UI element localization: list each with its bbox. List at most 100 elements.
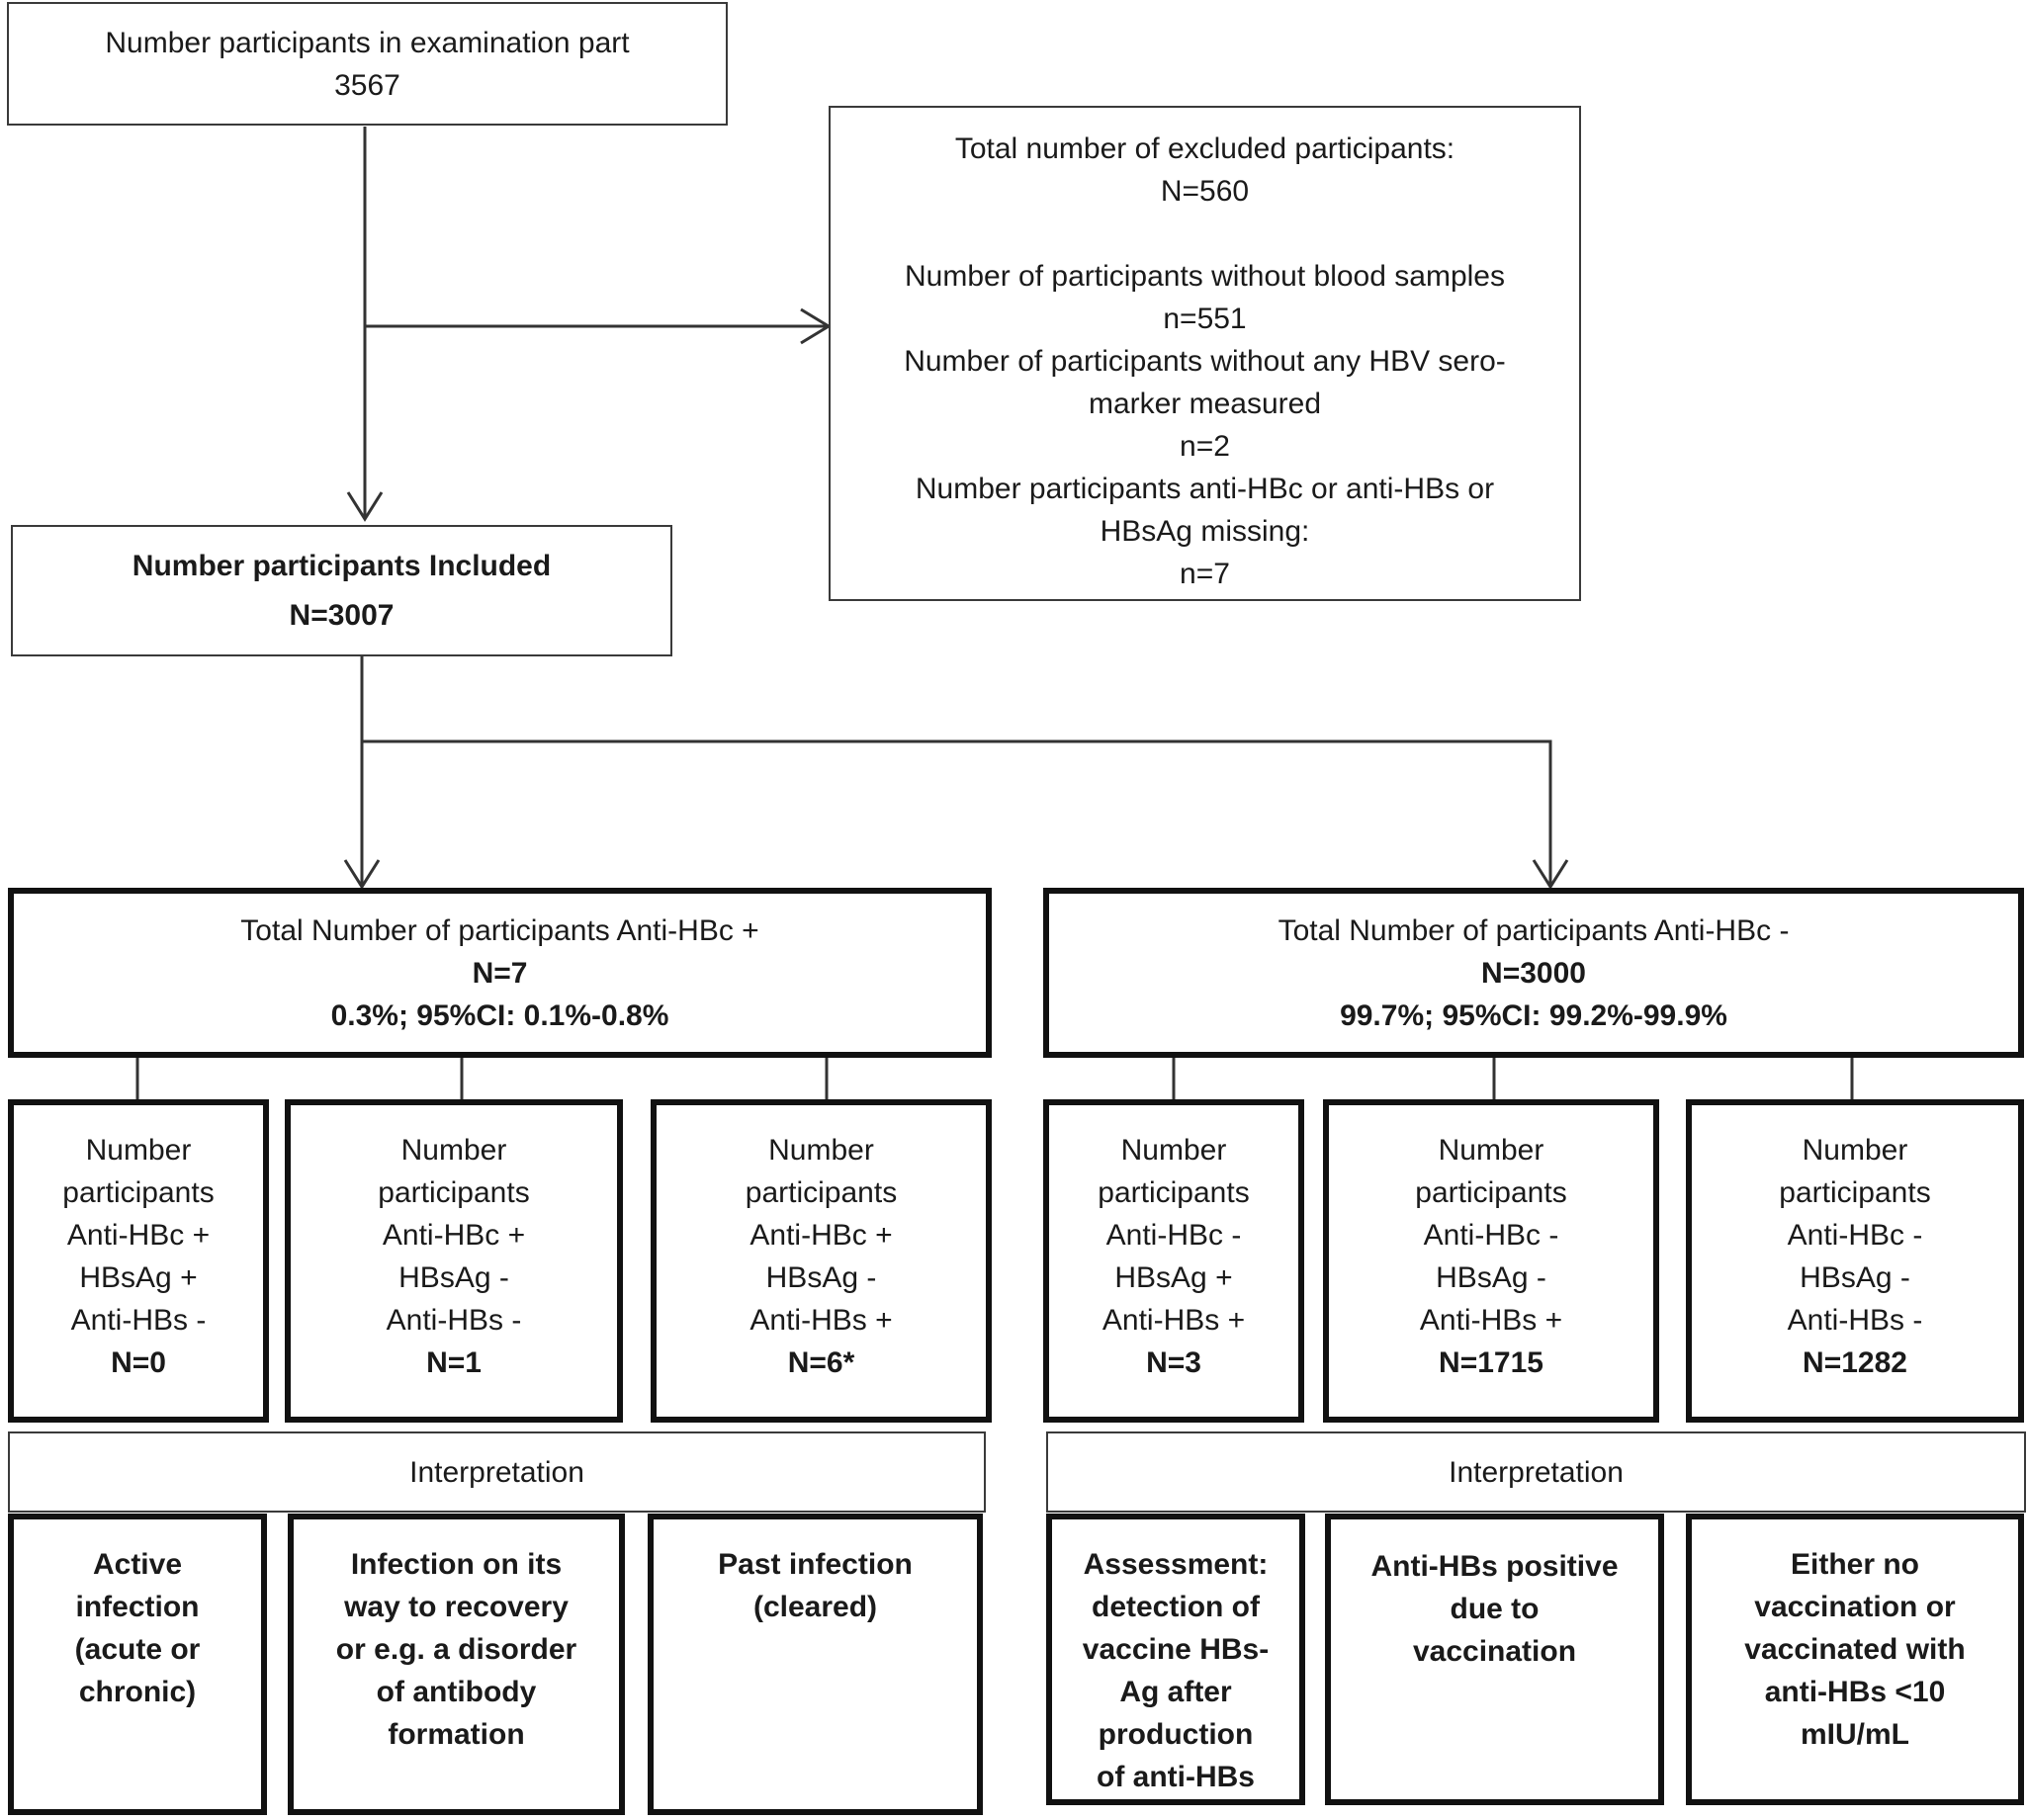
group-title: Total Number of participants Anti-HBc - — [1278, 913, 1790, 947]
subgroup-line: HBsAg - — [398, 1261, 509, 1294]
interpretation-box: Assessment: detection of vaccine HBs- Ag… — [1046, 1514, 1305, 1805]
examination-count: 3567 — [334, 69, 400, 102]
excluded-reason-count: n=551 — [1163, 303, 1247, 335]
subgroup-line: Anti-HBc + — [749, 1219, 893, 1252]
excluded-reason-label: Number participants anti-HBc or anti-HBs… — [915, 473, 1495, 505]
subgroup-line: HBsAg - — [765, 1261, 877, 1294]
interpretation-line: way to recovery — [344, 1591, 569, 1623]
included-label: Number participants Included — [132, 549, 552, 582]
interpretation-line: mIU/mL — [1800, 1718, 1909, 1751]
interpretation-line: (cleared) — [752, 1591, 878, 1623]
group-title: Total Number of participants Anti-HBc + — [240, 913, 759, 947]
subgroup-line: participants — [745, 1176, 898, 1209]
subgroup-line: HBsAg - — [1800, 1261, 1910, 1294]
interpretation-header-label: Interpretation — [409, 1455, 584, 1489]
arrowhead-anti-hbc-positive — [343, 859, 381, 890]
anti-hbc-negative-box: Total Number of participants Anti-HBc - … — [1043, 888, 2024, 1058]
excluded-total: N=560 — [1160, 175, 1250, 208]
subgroup-line: Anti-HBs + — [749, 1304, 893, 1337]
group-count: N=3000 — [1481, 956, 1586, 990]
subgroup-line: HBsAg + — [79, 1261, 198, 1294]
subgroup-box: Number participants Anti-HBc + HBsAg - A… — [285, 1099, 623, 1423]
group-ci: 0.3%; 95%CI: 0.1%-0.8% — [330, 998, 669, 1032]
excluded-box: Total number of excluded participants: N… — [829, 106, 1581, 601]
subgroup-line: Anti-HBc + — [382, 1219, 526, 1252]
subgroup-line: Anti-HBs + — [1102, 1304, 1246, 1337]
subgroup-box: Number participants Anti-HBc + HBsAg + A… — [8, 1099, 269, 1423]
subgroup-line: participants — [1779, 1176, 1931, 1209]
excluded-reason-count: n=7 — [1180, 558, 1230, 590]
subgroup-line: Number — [1802, 1134, 1908, 1167]
subgroup-count: N=1 — [426, 1346, 482, 1379]
subgroup-count: N=6* — [787, 1346, 855, 1379]
examination-box: Number participants in examination part … — [7, 2, 728, 126]
interpretation-box: Anti-HBs positive due to vaccination — [1325, 1514, 1664, 1805]
subgroup-box: Number participants Anti-HBc - HBsAg - A… — [1323, 1099, 1659, 1423]
interpretation-line: production — [1098, 1718, 1254, 1751]
interpretation-box: Past infection (cleared) — [648, 1514, 983, 1815]
interpretation-line: or e.g. a disorder — [335, 1633, 577, 1666]
subgroup-count: N=1715 — [1439, 1346, 1543, 1379]
interpretation-line: vaccination or — [1754, 1591, 1956, 1623]
subgroup-line: HBsAg - — [1436, 1261, 1546, 1294]
excluded-reason-count: n=2 — [1180, 430, 1230, 463]
interpretation-line: Assessment: — [1083, 1548, 1269, 1581]
subgroup-line: Number — [85, 1134, 192, 1167]
interpretation-line: Past infection — [718, 1548, 913, 1581]
interpretation-box: Either no vaccination or vaccinated with… — [1686, 1514, 2024, 1805]
interpretation-line: formation — [388, 1718, 525, 1751]
interpretation-line: Ag after — [1119, 1676, 1232, 1708]
subgroup-line: HBsAg + — [1114, 1261, 1233, 1294]
subgroup-line: participants — [62, 1176, 215, 1209]
interpretation-line: Anti-HBs positive — [1370, 1550, 1619, 1583]
subgroup-line: Number — [1438, 1134, 1544, 1167]
interpretation-line: of antibody — [376, 1676, 537, 1708]
interpretation-box: Infection on its way to recovery or e.g.… — [288, 1514, 625, 1815]
subgroup-line: Anti-HBc + — [66, 1219, 211, 1252]
subgroup-line: participants — [1098, 1176, 1250, 1209]
excluded-reason-label: Number of participants without blood sam… — [905, 260, 1505, 293]
subgroup-count: N=3 — [1146, 1346, 1201, 1379]
excluded-title: Total number of excluded participants: — [954, 132, 1455, 165]
interpretation-line: Active — [92, 1548, 183, 1581]
subgroup-line: Anti-HBc - — [1105, 1219, 1242, 1252]
interpretation-header: Interpretation — [8, 1431, 986, 1513]
interpretation-line: vaccinated with — [1744, 1633, 1966, 1666]
subgroup-line: Anti-HBs + — [1419, 1304, 1563, 1337]
interpretation-line: vaccination — [1412, 1635, 1577, 1668]
connector-to-anti-hbc-negative — [362, 739, 1552, 887]
interpretation-line: Infection on its — [350, 1548, 563, 1581]
subgroup-line: Anti-HBs - — [70, 1304, 207, 1337]
included-box: Number participants Included N=3007 — [11, 525, 672, 656]
subgroup-box: Number participants Anti-HBc - HBsAg - A… — [1686, 1099, 2024, 1423]
group-count: N=7 — [472, 956, 528, 990]
interpretation-line: Either no — [1790, 1548, 1919, 1581]
interpretation-line: vaccine HBs- — [1082, 1633, 1270, 1666]
anti-hbc-positive-box: Total Number of participants Anti-HBc + … — [8, 888, 992, 1058]
subgroup-line: Anti-HBs - — [1787, 1304, 1923, 1337]
arrowhead-included — [346, 491, 384, 522]
interpretation-header-label: Interpretation — [1449, 1455, 1624, 1489]
interpretation-line: (acute or — [74, 1633, 201, 1666]
subgroup-box: Number participants Anti-HBc - HBsAg + A… — [1043, 1099, 1304, 1423]
subgroup-line: participants — [1415, 1176, 1567, 1209]
subgroup-line: Number — [400, 1134, 507, 1167]
subgroup-line: participants — [378, 1176, 530, 1209]
subgroup-line: Anti-HBc - — [1423, 1219, 1559, 1252]
subgroup-line: Number — [1120, 1134, 1227, 1167]
included-count: N=3007 — [289, 598, 395, 632]
subgroup-count: N=1282 — [1803, 1346, 1907, 1379]
subgroup-line: Anti-HBc - — [1787, 1219, 1923, 1252]
interpretation-line: chronic) — [78, 1676, 197, 1708]
subgroup-line: Number — [768, 1134, 874, 1167]
arrowhead-anti-hbc-negative — [1532, 859, 1569, 890]
interpretation-line: detection of — [1092, 1591, 1260, 1623]
group-ci: 99.7%; 95%CI: 99.2%-99.9% — [1340, 998, 1727, 1032]
subgroup-line: Anti-HBs - — [386, 1304, 522, 1337]
interpretation-line: of anti-HBs — [1097, 1761, 1255, 1793]
excluded-reason-label: Number of participants without any HBV s… — [904, 345, 1506, 378]
interpretation-line: anti-HBs <10 — [1764, 1676, 1946, 1708]
examination-label: Number participants in examination part — [105, 27, 630, 59]
interpretation-box: Active infection (acute or chronic) — [8, 1514, 267, 1815]
